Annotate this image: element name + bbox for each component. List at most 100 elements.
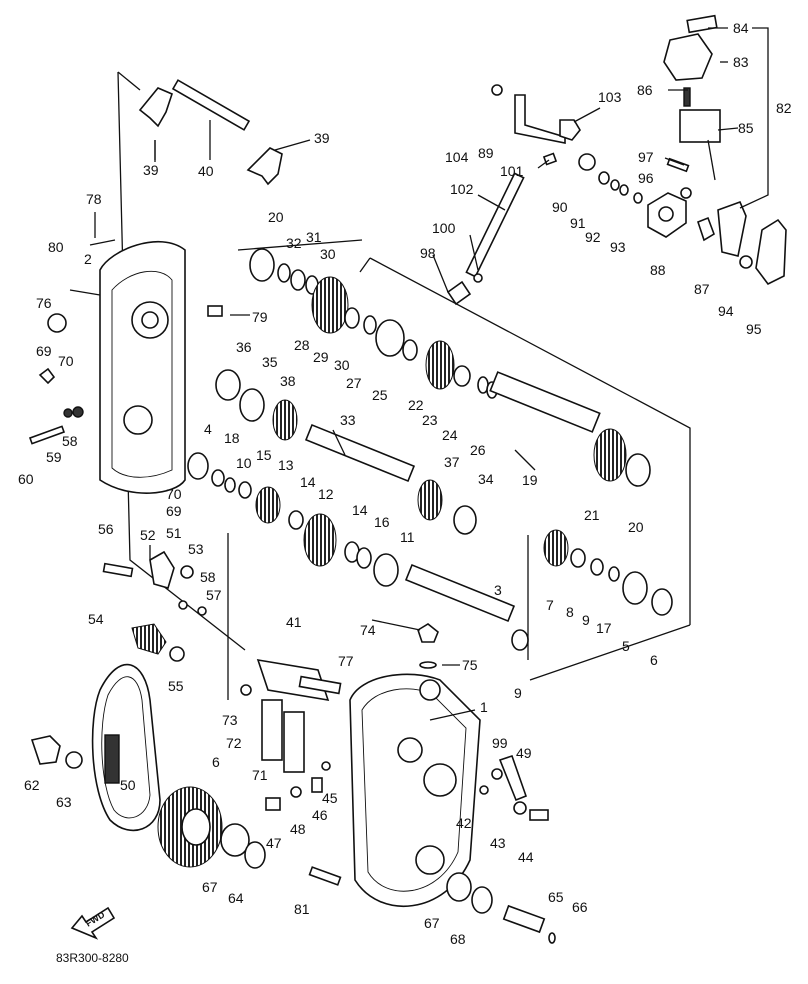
callout-77: 77 (338, 653, 354, 669)
callout-22: 22 (408, 397, 424, 413)
callout-43: 43 (490, 835, 506, 851)
callout-20-upper: 20 (268, 209, 284, 225)
callout-58-lower: 58 (200, 569, 216, 585)
callout-25: 25 (372, 387, 388, 403)
callout-14-upper: 14 (300, 474, 316, 490)
callout-5: 5 (622, 638, 630, 654)
callout-35: 35 (262, 354, 278, 370)
callout-44: 44 (518, 849, 534, 865)
callout-51: 51 (166, 525, 182, 541)
callout-103: 103 (598, 89, 622, 105)
callout-75: 75 (462, 657, 478, 673)
callout-24: 24 (442, 427, 458, 443)
callout-65: 65 (548, 889, 564, 905)
callout-49: 49 (516, 745, 532, 761)
callout-37: 37 (444, 454, 460, 470)
callout-27: 27 (346, 375, 362, 391)
callout-30-lower: 30 (334, 357, 350, 373)
callout-79: 79 (252, 309, 268, 325)
right-case-half (240, 623, 556, 944)
callout-48: 48 (290, 821, 306, 837)
callout-40: 40 (198, 163, 214, 179)
callout-98: 98 (420, 245, 436, 261)
callout-72: 72 (226, 735, 242, 751)
callout-70-upper: 70 (58, 353, 74, 369)
callout-68: 68 (450, 931, 466, 947)
callout-97: 97 (638, 149, 654, 165)
callout-88: 88 (650, 262, 666, 278)
callout-12: 12 (318, 486, 334, 502)
callout-69-upper: 69 (36, 343, 52, 359)
callout-9-upper: 9 (582, 612, 590, 628)
callout-16: 16 (374, 514, 390, 530)
callout-67-right: 67 (424, 915, 440, 931)
callout-45: 45 (322, 790, 338, 806)
callout-1: 1 (480, 699, 488, 715)
callout-99: 99 (492, 735, 508, 751)
reference-frame-lines (117, 71, 691, 700)
callout-21: 21 (584, 507, 600, 523)
callout-90: 90 (552, 199, 568, 215)
callout-29: 29 (313, 349, 329, 365)
belt-sprocket-assembly (30, 550, 266, 869)
callout-76: 76 (36, 295, 52, 311)
callout-81: 81 (294, 901, 310, 917)
callout-60: 60 (18, 471, 34, 487)
callout-91: 91 (570, 215, 586, 231)
callout-85: 85 (738, 120, 754, 136)
callout-102: 102 (450, 181, 474, 197)
callout-36: 36 (236, 339, 252, 355)
callout-69-lower: 69 (166, 503, 182, 519)
callout-10: 10 (236, 455, 252, 471)
callout-63: 63 (56, 794, 72, 810)
callout-18: 18 (224, 430, 240, 446)
callout-23: 23 (422, 412, 438, 428)
callout-31: 31 (306, 229, 322, 245)
callout-15: 15 (256, 447, 272, 463)
callout-89: 89 (478, 145, 494, 161)
callout-53: 53 (188, 541, 204, 557)
callout-93: 93 (610, 239, 626, 255)
callout-7: 7 (546, 597, 554, 613)
callout-20-lower: 20 (628, 519, 644, 535)
callout-84: 84 (733, 20, 749, 36)
callout-4: 4 (204, 421, 212, 437)
callout-59: 59 (46, 449, 62, 465)
shift-fork-assembly (138, 79, 311, 186)
left-case-half (28, 239, 186, 494)
callout-104: 104 (445, 149, 469, 165)
callout-14-lower: 14 (352, 502, 368, 518)
callout-38: 38 (280, 373, 296, 389)
callout-67-left: 67 (202, 879, 218, 895)
callout-30-upper: 30 (320, 246, 336, 262)
callout-101: 101 (500, 163, 524, 179)
callout-32: 32 (286, 235, 302, 251)
callout-19: 19 (522, 472, 538, 488)
callout-52: 52 (140, 527, 156, 543)
callout-86: 86 (637, 82, 653, 98)
callout-62: 62 (24, 777, 40, 793)
callout-83: 83 (733, 54, 749, 70)
callout-95: 95 (746, 321, 762, 337)
callout-9-lower: 9 (514, 685, 522, 701)
callout-82: 82 (776, 100, 792, 116)
callout-2: 2 (84, 251, 92, 267)
callout-57: 57 (206, 587, 222, 603)
callout-100: 100 (432, 220, 456, 236)
callout-92: 92 (585, 229, 601, 245)
callout-6-lower: 6 (212, 754, 220, 770)
callout-47: 47 (266, 835, 282, 851)
callout-71: 71 (252, 767, 268, 783)
callout-26: 26 (470, 442, 486, 458)
callout-34: 34 (478, 471, 494, 487)
callout-33: 33 (340, 412, 356, 428)
callout-73: 73 (222, 712, 238, 728)
callout-39-left: 39 (143, 162, 159, 178)
callout-28: 28 (294, 337, 310, 353)
callout-55: 55 (168, 678, 184, 694)
callout-96: 96 (638, 170, 654, 186)
callout-labels: 84 83 82 86 85 97 96 103 104 89 101 90 9… (18, 20, 792, 965)
callout-70-lower: 70 (166, 486, 182, 502)
document-code: 83R300-8280 (56, 951, 129, 965)
